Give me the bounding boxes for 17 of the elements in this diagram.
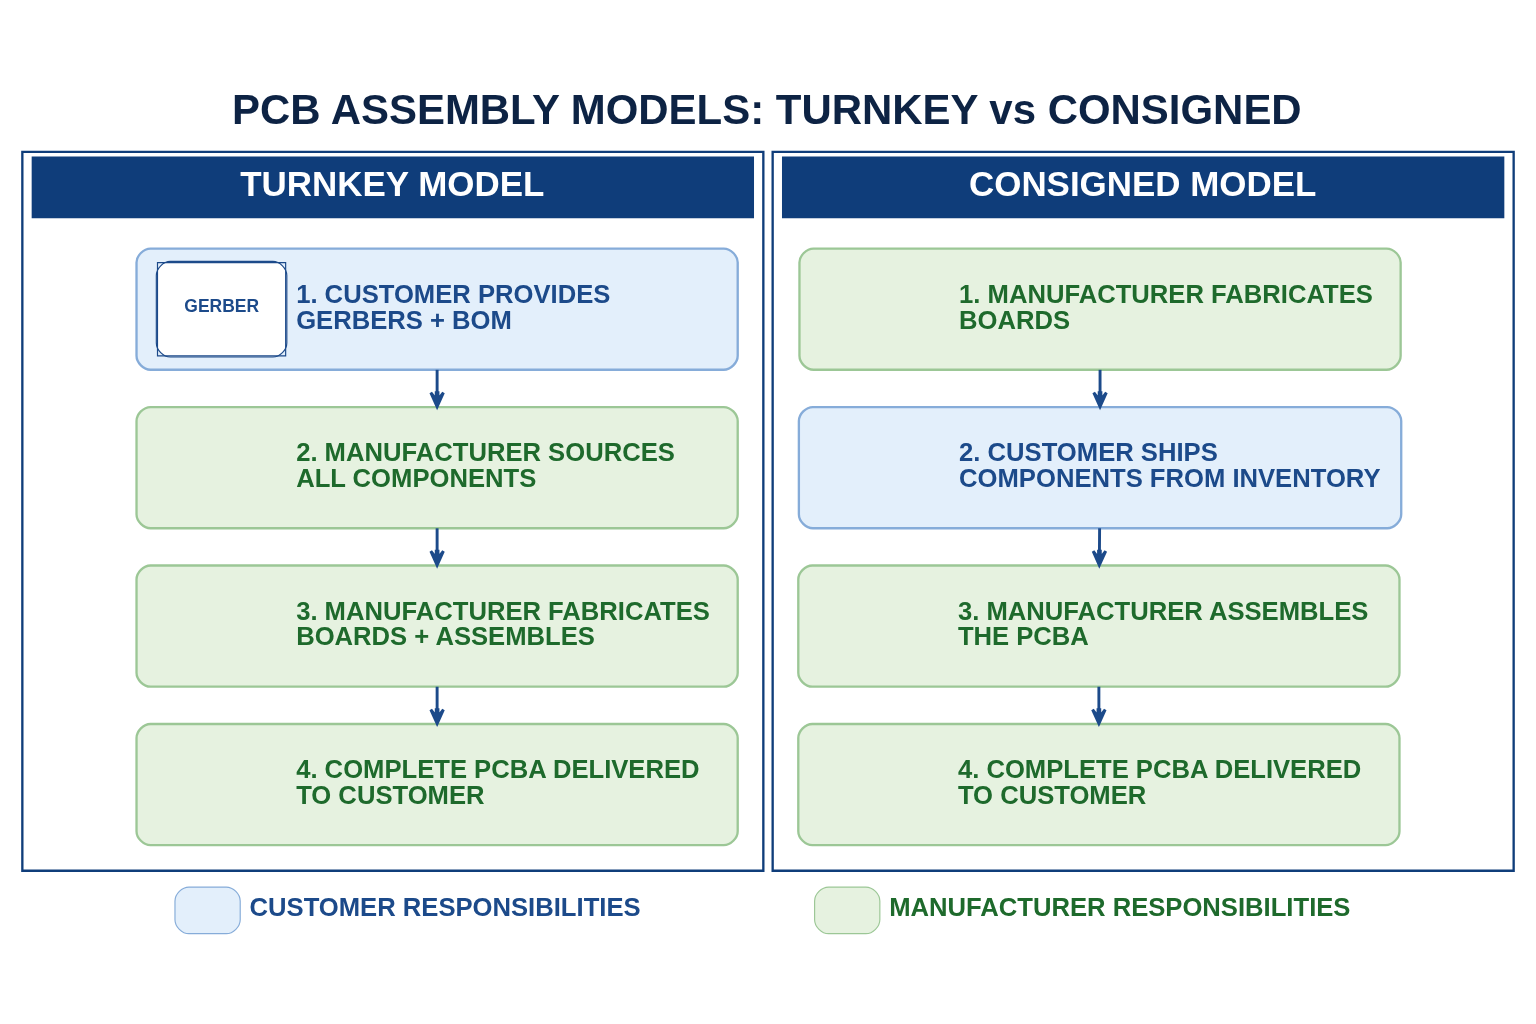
arrow	[429, 527, 445, 567]
node-box: 4. COMPLETE PCBA DELIVERED TO CUSTOMER	[797, 722, 1401, 846]
node-box: 1. MANUFACTURER FABRICATES BOARDS	[798, 246, 1402, 371]
arrow	[429, 369, 445, 408]
node-box: 2. CUSTOMER SHIPS COMPONENTS FROM INVENTORY	[797, 405, 1403, 529]
legend-label: MANUFACTURER RESPONSIBILITIES	[889, 892, 1351, 921]
node-box: 3. MANUFACTURER ASSEMBLES THE PCBA	[797, 563, 1401, 688]
node-box: GERBER 1. CUSTOMER PROVIDES GERBERS + BOM	[135, 246, 739, 371]
legend-label: CUSTOMER RESPONSIBILITIES	[249, 892, 641, 921]
node-box: 4. COMPLETE PCBA DELIVERED TO CUSTOMER	[135, 722, 739, 846]
node-box: 3. MANUFACTURER FABRICATES BOARDS + ASSEMBLES	[135, 563, 739, 688]
node-box: 2. MANUFACTURER SOURCES ALL COMPONENTS	[135, 405, 739, 529]
arrow	[429, 686, 445, 725]
arrow	[1091, 527, 1108, 567]
diagram-title: PCB ASSEMBLY MODELS: TURNKEY vs CONSIGNED	[232, 85, 1302, 133]
arrow	[1092, 369, 1108, 408]
arrow	[1091, 686, 1107, 725]
